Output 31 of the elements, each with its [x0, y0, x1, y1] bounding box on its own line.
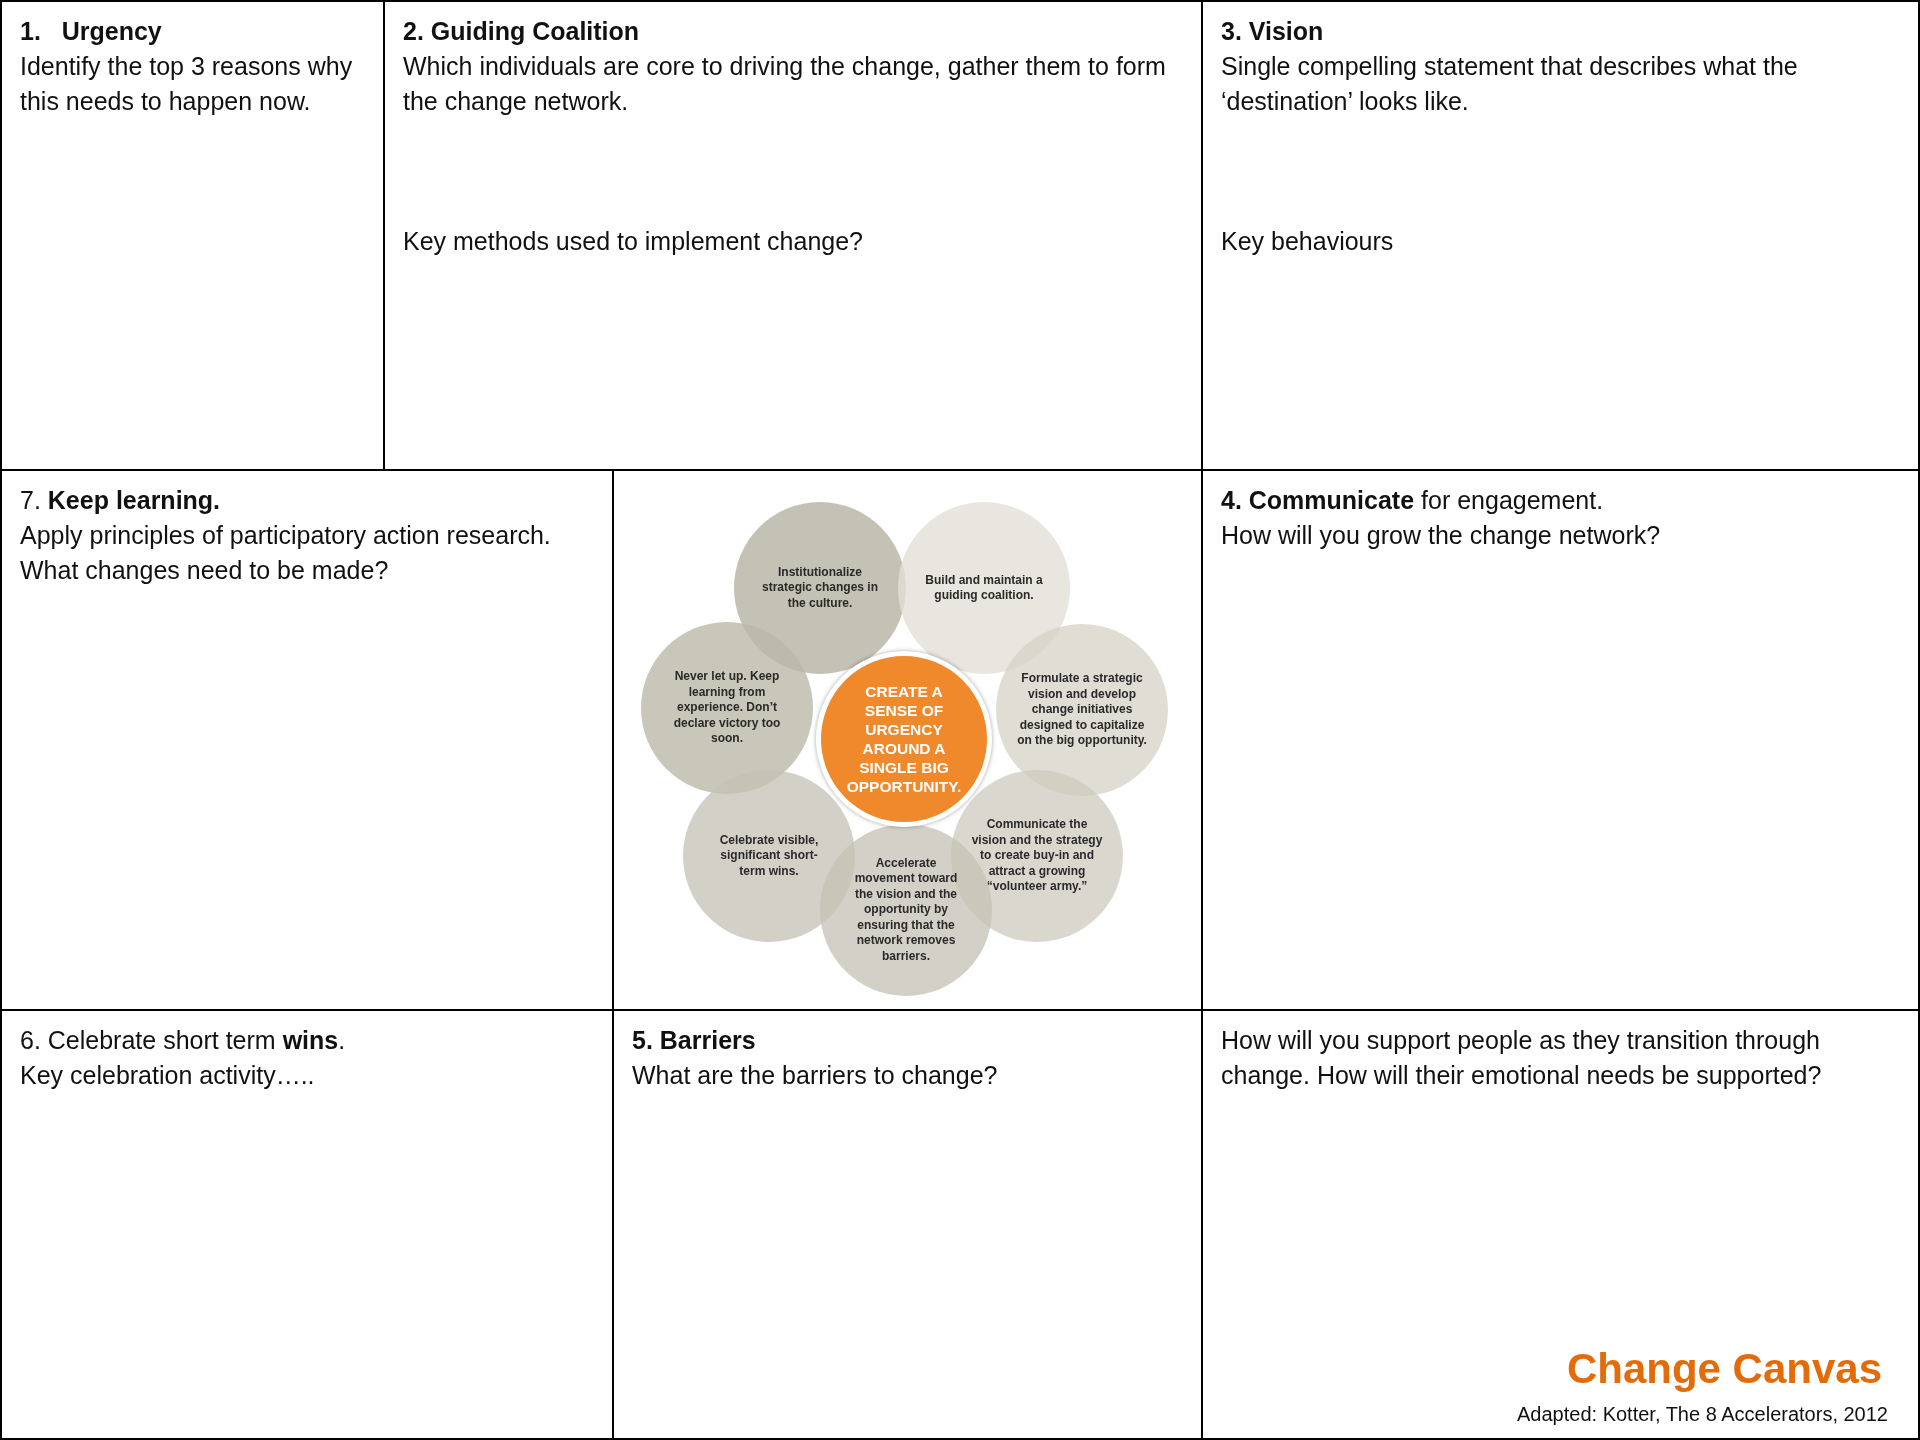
circle-text: Accelerate movement toward the vision and the opportunity by ensuring that the network removes barriers.: [853, 855, 959, 965]
cell-heading: 7. Keep learning.: [20, 485, 222, 516]
cell-text: Which individuals are core to driving the change, gather them to form the change network.: [403, 51, 1167, 117]
source-caption: Adapted: Kotter, The 8 Accelerators, 2012: [1517, 1403, 1888, 1426]
cell-text: Apply principles of participatory action research. What changes need to be made?: [20, 520, 552, 586]
canvas-cell: [0, 1009, 614, 1440]
cell-heading: 4. Communicate for engagement.: [1221, 485, 1605, 516]
canvas-cell: [1201, 1009, 1920, 1440]
canvas-cell: [1201, 0, 1920, 471]
cell-text: What are the barriers to change?: [632, 1060, 999, 1091]
circle-text: Formulate a strategic vision and develop change initiatives designed to capitalize on the big opportunity.: [1016, 671, 1148, 749]
cell-heading: 1. Urgency: [20, 16, 163, 47]
cell-text: Key behaviours: [1221, 226, 1395, 257]
canvas-cell: [0, 0, 385, 471]
circle-text: CREATE A SENSE OF URGENCY AROUND A SINGLE BIG OPPORTUNITY.: [845, 682, 963, 796]
cell-heading: 5. Barriers: [632, 1025, 757, 1056]
cell-heading: 2. Guiding Coalition: [403, 16, 641, 47]
cell-text: How will you grow the change network?: [1221, 520, 1662, 551]
cell-heading: 3. Vision: [1221, 16, 1325, 47]
cell-text: Identify the top 3 reasons why this needs to happen now.: [20, 51, 354, 117]
cell-text: Key celebration activity…..: [20, 1060, 316, 1091]
cell-text: Key methods used to implement change?: [403, 226, 864, 257]
circle-text: Never let up. Keep learning from experience. Don’t declare victory too soon.: [672, 669, 782, 747]
circle-text: Institutionalize strategic changes in the culture.: [760, 564, 879, 612]
canvas-title: Change Canvas: [1566, 1345, 1882, 1393]
cell-text: How will you support people as they transition through change. How will their emotional needs be supported?: [1221, 1025, 1823, 1091]
circle-text: Build and maintain a guiding coalition.: [924, 572, 1044, 604]
circle-text: Celebrate visible, significant short-term wins.: [718, 832, 820, 880]
cell-text: Single compelling statement that describes what the ‘destination’ looks like.: [1221, 51, 1799, 117]
cell-heading: 6. Celebrate short term wins.: [20, 1025, 347, 1056]
circle-text: Communicate the vision and the strategy to create buy-in and attract a growing “volunteer army.”: [970, 817, 1104, 895]
